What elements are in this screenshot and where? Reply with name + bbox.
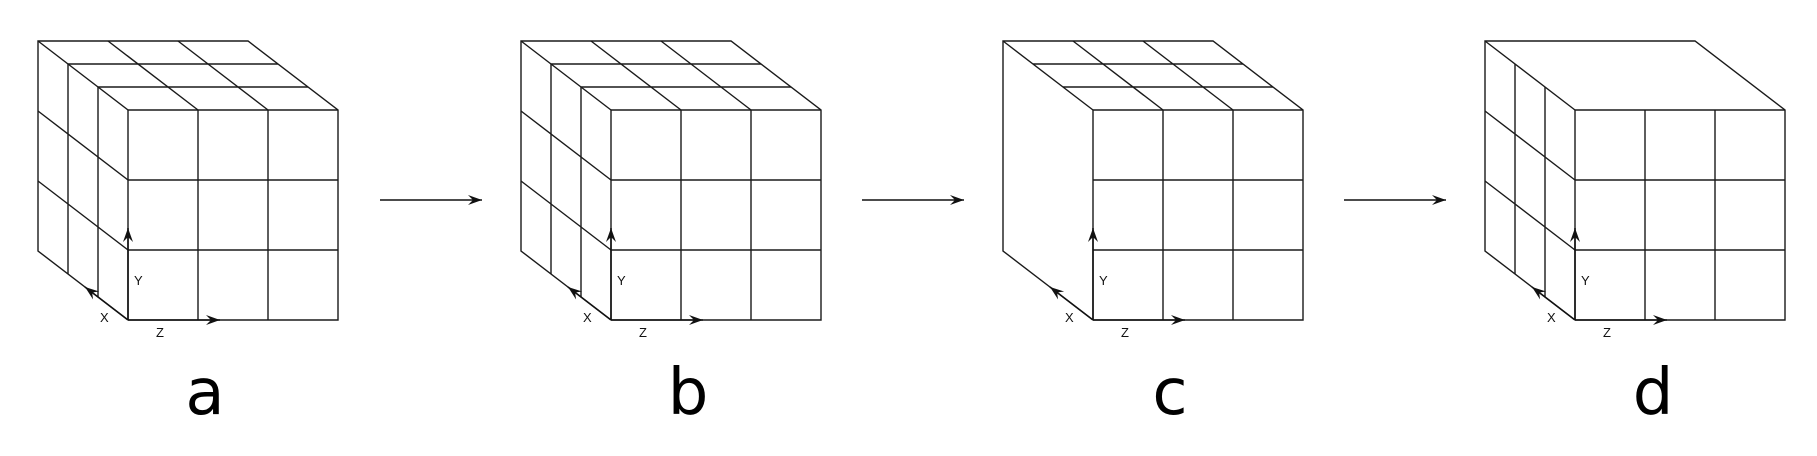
x-axis-label: X xyxy=(1547,310,1556,325)
z-axis-arrowhead xyxy=(206,315,220,325)
left-row-cut xyxy=(37,180,129,251)
z-axis-label: Z xyxy=(639,325,647,340)
left-row-cut xyxy=(520,110,612,181)
x-axis-arrowhead xyxy=(1532,287,1547,300)
x-axis-arrowhead xyxy=(568,287,583,300)
z-axis-label: Z xyxy=(1121,325,1129,340)
panel-label-d: d xyxy=(1632,356,1674,430)
cube-d: Y X Z xyxy=(1484,40,1786,340)
x-axis-label: X xyxy=(100,310,109,325)
left-row-cut xyxy=(1484,180,1576,251)
z-axis-label: Z xyxy=(156,325,164,340)
x-axis xyxy=(84,286,129,321)
top-left-depth-edge xyxy=(520,40,612,111)
panel-label-c: c xyxy=(1152,356,1188,430)
x-axis-label: X xyxy=(1065,310,1074,325)
top-column-cut xyxy=(1072,40,1164,111)
top-column-cut xyxy=(1142,40,1234,111)
top-left-depth-edge xyxy=(1002,40,1094,111)
x-axis-arrowhead xyxy=(1050,287,1065,300)
y-axis-arrowhead xyxy=(606,228,616,242)
x-axis xyxy=(1049,286,1094,321)
cube-c: Y X Z xyxy=(1002,40,1304,340)
cube-a: Y X Z xyxy=(37,40,339,340)
top-column-cut xyxy=(660,40,752,111)
z-axis-arrowhead xyxy=(1171,315,1185,325)
panel-label-b: b xyxy=(667,356,709,430)
cube-outline xyxy=(520,40,822,321)
x-axis-arrowhead xyxy=(85,287,100,300)
y-axis-label: Y xyxy=(1581,273,1590,288)
left-row-cut xyxy=(37,110,129,181)
transition-arrowhead-1 xyxy=(468,195,482,205)
z-axis-arrowhead xyxy=(689,315,703,325)
x-axis-label: X xyxy=(583,310,592,325)
x-axis xyxy=(567,286,612,321)
top-column-cut xyxy=(177,40,269,111)
z-axis-arrowhead xyxy=(1653,315,1667,325)
x-axis xyxy=(1531,286,1576,321)
top-left-depth-edge xyxy=(37,40,129,111)
cube-b: Y X Z xyxy=(520,40,822,340)
transition-arrows xyxy=(380,195,1446,205)
transition-arrowhead-2 xyxy=(950,195,964,205)
y-axis-label: Y xyxy=(134,273,143,288)
y-axis-arrowhead xyxy=(1570,228,1580,242)
top-left-depth-edge xyxy=(1484,40,1576,111)
left-row-cut xyxy=(520,180,612,251)
left-row-cut xyxy=(1484,110,1576,181)
z-axis-label: Z xyxy=(1603,325,1611,340)
cube-outline xyxy=(1484,40,1786,321)
cube-outline xyxy=(37,40,339,321)
top-column-cut xyxy=(590,40,682,111)
top-column-cut xyxy=(107,40,199,111)
y-axis-label: Y xyxy=(617,273,626,288)
panel-label-a: a xyxy=(185,356,225,430)
transition-arrowhead-3 xyxy=(1432,195,1446,205)
y-axis-arrowhead xyxy=(123,228,133,242)
cube-outline xyxy=(1002,40,1304,321)
y-axis-label: Y xyxy=(1099,273,1108,288)
y-axis-arrowhead xyxy=(1088,228,1098,242)
